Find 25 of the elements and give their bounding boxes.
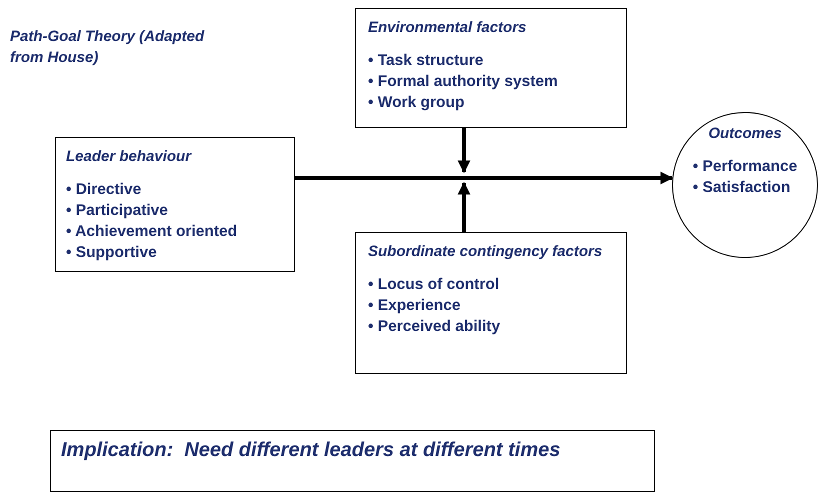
text-box <box>355 8 627 128</box>
bullet-item: • Directive <box>66 180 142 200</box>
bullet-item: • Performance <box>692 157 798 177</box>
note-text: Implication: Need different leaders at different times <box>61 439 560 461</box>
box-heading: Environmental factors <box>368 19 526 36</box>
arrow <box>458 128 470 174</box>
bullet-item: • Experience <box>368 296 462 316</box>
arrow <box>458 182 470 232</box>
text-box <box>55 137 295 272</box>
bullet-item: • Formal authority system <box>368 72 559 92</box>
text-box <box>50 430 655 492</box>
arrow <box>295 172 674 184</box>
text-box <box>355 232 627 374</box>
bullet-item: • Task structure <box>368 51 484 71</box>
diagram-title: Path-Goal Theory (Adapted from House) <box>10 27 206 68</box>
box-heading: Outcomes <box>708 125 782 142</box>
bullet-item: • Participative <box>66 201 169 221</box>
bullet-item: • Supportive <box>66 243 158 263</box>
bullet-item: • Locus of control <box>368 275 500 295</box>
box-heading: Subordinate contingency factors <box>368 243 602 260</box>
bullet-item: • Achievement oriented <box>66 222 238 242</box>
box-heading: Leader behaviour <box>66 148 192 165</box>
bullet-item: • Work group <box>368 93 466 113</box>
bullet-item: • Perceived ability <box>368 317 502 337</box>
bullet-item: • Satisfaction <box>692 178 792 198</box>
